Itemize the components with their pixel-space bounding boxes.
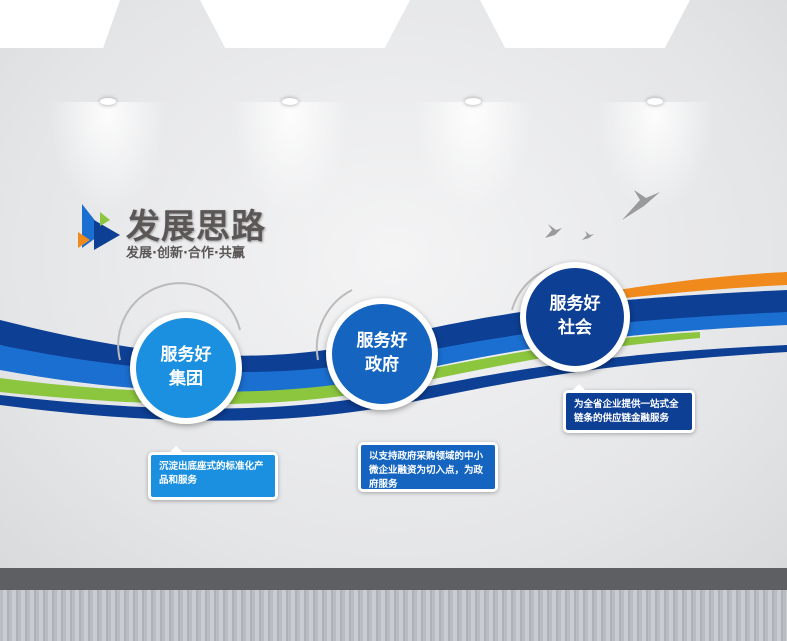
pillar-circle-society: 服务好 社会 [520,262,630,372]
pillar-description-group: 沉淀出底座式的标准化产品和服务 [148,446,278,500]
ceiling-skylight [200,0,410,48]
pillar-title: 服务好 [356,331,408,352]
ceiling-lamp [465,98,481,105]
arc-1 [117,282,241,361]
description-text: 以支持政府采购领域的中小微企业融资为切入点，为政府服务 [369,451,484,490]
ceiling-skylight [0,0,120,48]
pillar-description-government: 以支持政府采购领域的中小微企业融资为切入点，为政府服务 [358,442,498,492]
light-glow [230,102,350,212]
pillar-title: 服务好 [160,345,212,366]
light-glow [413,102,533,212]
floor [0,590,787,641]
pillar-description-society: 为全省企业提供一站式全链条的供应链金融服务 [563,384,695,433]
pillar-title: 服务好 [549,294,601,315]
pillar-circle-group: 服务好 集团 [130,312,242,424]
ceiling-lamp [100,98,116,105]
ceiling-skylight [480,0,690,48]
birds-icon [545,190,660,240]
description-text: 为全省企业提供一站式全链条的供应链金融服务 [574,399,679,424]
pillar-subtitle: 集团 [169,369,203,389]
pillar-subtitle: 政府 [365,355,399,375]
pillar-circle-government: 服务好 政府 [326,298,438,410]
light-glow [595,102,715,212]
logo-icon [78,204,120,250]
logo-title: 发展思路 [126,207,266,247]
description-text: 沉淀出底座式的标准化产品和服务 [159,461,264,486]
arc-2 [315,289,353,361]
ceiling-lamp [282,98,298,105]
light-glow [48,102,168,212]
baseboard [0,568,787,590]
ceiling-lamp [647,98,663,105]
logo-subtitle: 发展·创新·合作·共赢 [126,246,245,261]
pillar-subtitle: 社会 [558,318,592,338]
